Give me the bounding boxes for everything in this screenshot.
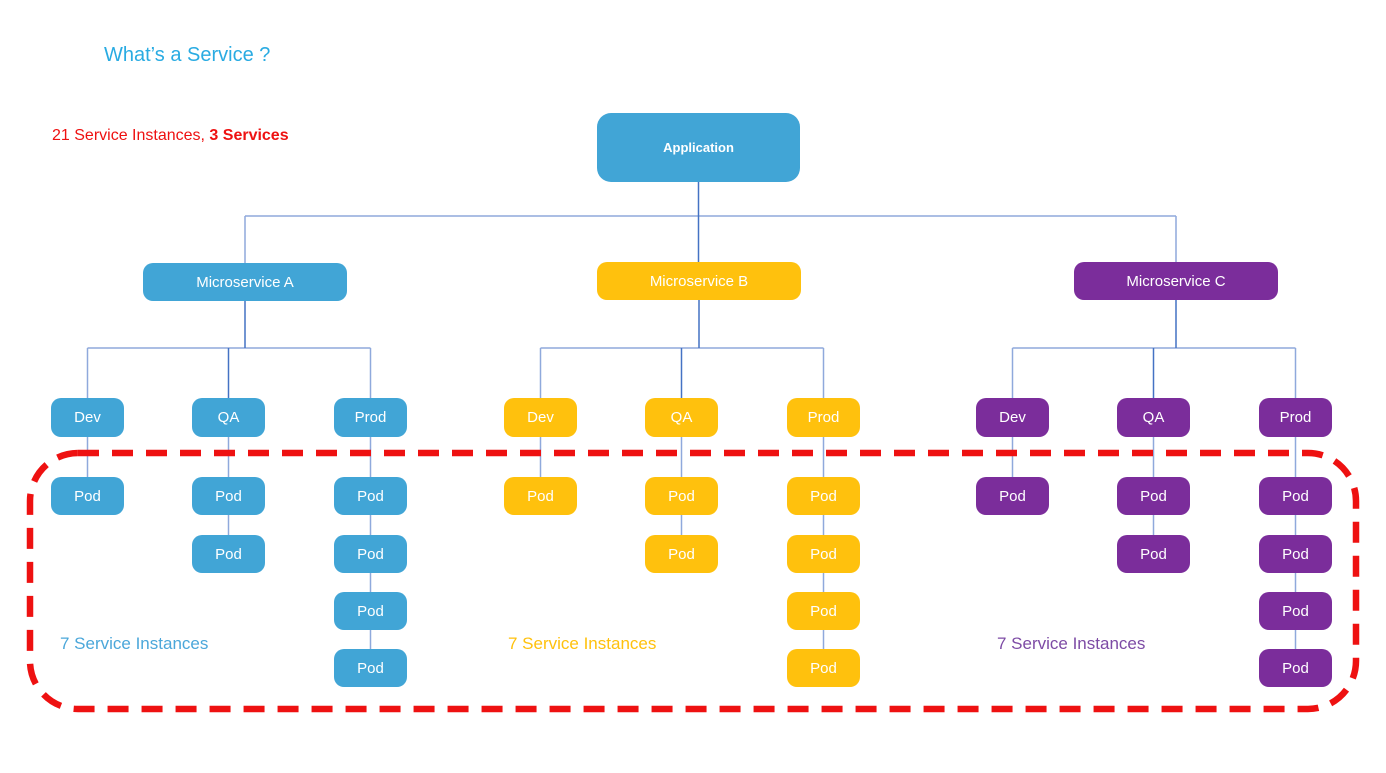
pod-b-qa-2-node: Pod: [645, 535, 718, 573]
pod-a-dev-1-node: Pod: [51, 477, 124, 515]
totals-annotation-normal: 21 Service Instances,: [52, 127, 210, 144]
instances-label-a: 7 Service Instances: [60, 634, 209, 653]
microservice-a-node: Microservice A: [143, 263, 347, 301]
pod-b-prod-3-node: Pod: [787, 592, 860, 630]
pod-c-qa-1-node: Pod: [1117, 477, 1190, 515]
pods-highlight-outline: [26, 449, 1360, 713]
page-title: What’s a Service ?: [104, 44, 271, 66]
env-b-qa-node: QA: [645, 398, 718, 437]
env-c-prod-node: Prod: [1259, 398, 1332, 437]
microservice-c-node: Microservice C: [1074, 262, 1278, 300]
env-c-dev-node: Dev: [976, 398, 1049, 437]
instances-label-c: 7 Service Instances: [997, 634, 1146, 653]
tree-connector-level1: [244, 215, 1177, 263]
pod-b-qa-1-node: Pod: [645, 477, 718, 515]
env-a-qa-node: QA: [192, 398, 265, 437]
tree-connector-group-a-center: [227, 301, 246, 398]
pod-b-prod-2-node: Pod: [787, 535, 860, 573]
pod-b-prod-1-node: Pod: [787, 477, 860, 515]
pod-a-prod-1-node: Pod: [334, 477, 407, 515]
env-c-qa-node: QA: [1117, 398, 1190, 437]
env-b-dev-node: Dev: [504, 398, 577, 437]
application-node: Application: [597, 113, 800, 182]
totals-annotation: 21 Service Instances, 3 Services: [52, 127, 289, 145]
pod-b-prod-4-node: Pod: [787, 649, 860, 687]
tree-connector-group-c-center: [1152, 300, 1177, 398]
pod-a-prod-3-node: Pod: [334, 592, 407, 630]
tree-connector-group-b-center: [680, 300, 700, 398]
pod-a-qa-1-node: Pod: [192, 477, 265, 515]
pod-a-prod-2-node: Pod: [334, 535, 407, 573]
instances-label-b: 7 Service Instances: [508, 634, 657, 653]
microservice-b-node: Microservice B: [597, 262, 801, 300]
pod-c-prod-4-node: Pod: [1259, 649, 1332, 687]
env-b-prod-node: Prod: [787, 398, 860, 437]
env-a-prod-node: Prod: [334, 398, 407, 437]
env-a-dev-node: Dev: [51, 398, 124, 437]
pod-b-dev-1-node: Pod: [504, 477, 577, 515]
pod-a-qa-2-node: Pod: [192, 535, 265, 573]
pod-c-prod-1-node: Pod: [1259, 477, 1332, 515]
pod-c-qa-2-node: Pod: [1117, 535, 1190, 573]
pod-c-prod-3-node: Pod: [1259, 592, 1332, 630]
pod-a-prod-4-node: Pod: [334, 649, 407, 687]
pod-c-dev-1-node: Pod: [976, 477, 1049, 515]
totals-annotation-bold: 3 Services: [209, 127, 289, 144]
pod-c-prod-2-node: Pod: [1259, 535, 1332, 573]
